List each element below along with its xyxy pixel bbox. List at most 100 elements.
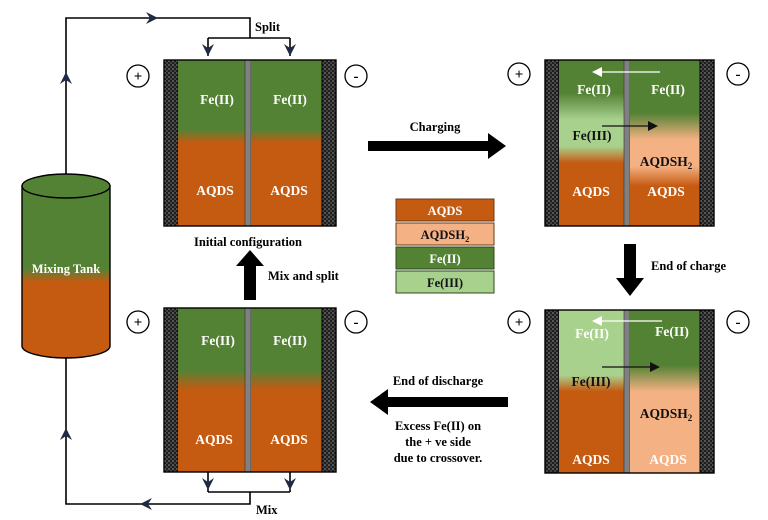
- tank-label: Mixing Tank: [32, 262, 100, 276]
- cell-outline: [544, 59, 715, 227]
- arrow-up-icon: [236, 250, 264, 300]
- end-of-charge-arrow: End of charge: [616, 244, 726, 296]
- plus-terminal: +: [507, 310, 531, 334]
- legend-swatch-aqdsh2: [395, 222, 495, 246]
- fe2-label: Fe(II): [655, 324, 689, 339]
- end-of-discharge-label: End of discharge: [393, 374, 484, 388]
- arrow-left-icon: [370, 389, 508, 415]
- end-of-charge-label: End of charge: [651, 259, 726, 273]
- legend-label-fe3: Fe(III): [427, 276, 463, 290]
- reaction-arrow-right-icon: [650, 362, 660, 372]
- svg-text:+: +: [515, 67, 524, 83]
- electrolyte-positive: [559, 310, 624, 473]
- arrow-down-icon: [616, 244, 644, 296]
- electrode-negative: [321, 307, 337, 473]
- electrode-positive: [163, 307, 179, 473]
- legend-swatch-fe3: [395, 270, 495, 294]
- flow-arrow-down-icon: [284, 478, 296, 490]
- charging-arrow: Charging: [368, 120, 506, 159]
- tank-body: [21, 185, 111, 359]
- legend-label-fe2: Fe(II): [429, 252, 460, 266]
- plus-terminal: +: [126, 64, 150, 88]
- fe3-label: Fe(III): [572, 374, 611, 389]
- initial-configuration-label: Initial configuration: [194, 235, 302, 249]
- electrolyte-positive: [178, 60, 245, 226]
- tank-top: [21, 173, 111, 199]
- aqds-label: AQDS: [572, 184, 610, 199]
- fe2-label: Fe(II): [273, 333, 307, 348]
- svg-text:+: +: [515, 315, 524, 331]
- fe2-label: Fe(II): [200, 92, 234, 107]
- membrane: [623, 59, 631, 227]
- aqds-label: AQDS: [270, 432, 308, 447]
- legend-label-aqds: AQDS: [428, 204, 463, 218]
- flow-arrow-down-icon: [202, 478, 214, 490]
- legend-swatch-aqds: [395, 198, 495, 222]
- electrolyte-negative: [251, 60, 322, 226]
- cell-charging: Fe(II) Fe(II) Fe(III) AQDSH2 AQDS AQDS: [544, 59, 715, 227]
- mixing-tank: Mixing Tank: [21, 173, 111, 359]
- aqds-label: AQDS: [649, 452, 687, 467]
- flow-arrow-left-icon: [140, 498, 152, 510]
- minus-terminal: -: [726, 62, 750, 86]
- aqdsh2-label: AQDSH2: [640, 406, 693, 423]
- cell-initial: Fe(II) Fe(II) AQDS AQDS: [163, 59, 337, 227]
- membrane: [623, 309, 631, 474]
- crossover-note-line: the + ve side: [405, 435, 471, 449]
- electrode-negative: [699, 309, 715, 474]
- flow-arrow-right-icon: [146, 12, 158, 24]
- arrow-right-icon: [368, 133, 506, 159]
- flow-arrow-up-icon: [60, 72, 72, 84]
- plus-terminal: +: [507, 62, 531, 86]
- fe2-label: Fe(II): [273, 92, 307, 107]
- aqds-label: AQDS: [195, 432, 233, 447]
- crossover-note-line: Excess Fe(II) on: [395, 419, 481, 433]
- aqds-label: AQDS: [196, 183, 234, 198]
- electron-arrow-left-icon: [592, 316, 602, 326]
- cell-end-of-charge: Fe(II) Fe(II) Fe(III) AQDSH2 AQDS AQDS: [544, 309, 715, 474]
- minus-terminal: -: [344, 310, 368, 334]
- legend: AQDS AQDSH2 Fe(II) Fe(III): [395, 198, 495, 294]
- aqdsh2-label: AQDSH2: [640, 154, 693, 171]
- fe3-label: Fe(III): [573, 128, 612, 143]
- svg-text:+: +: [134, 315, 143, 331]
- svg-text:-: -: [736, 315, 741, 331]
- fe2-label: Fe(II): [651, 82, 685, 97]
- svg-text:-: -: [354, 315, 359, 331]
- minus-terminal: -: [344, 64, 368, 88]
- electrode-negative: [321, 59, 337, 227]
- electrolyte-negative: [630, 60, 700, 226]
- electrode-positive: [163, 59, 179, 227]
- membrane: [244, 307, 252, 473]
- fe2-label: Fe(II): [201, 333, 235, 348]
- svg-text:-: -: [736, 67, 741, 83]
- flow-arrow-up-icon: [60, 428, 72, 440]
- electrolyte-positive: [559, 60, 624, 226]
- aqds-label: AQDS: [647, 184, 685, 199]
- flow-arrow-down-icon: [202, 44, 214, 56]
- plus-terminal: +: [126, 310, 150, 334]
- minus-terminal: -: [726, 310, 750, 334]
- fe2-label: Fe(II): [575, 326, 609, 341]
- mix-and-split-label: Mix and split: [268, 269, 340, 283]
- membrane: [244, 59, 252, 227]
- cell-outline: [163, 307, 337, 473]
- electrolyte-positive: [178, 308, 245, 472]
- cell-end-of-discharge: Fe(II) Fe(II) AQDS AQDS: [163, 307, 337, 473]
- reaction-arrow-right-icon: [648, 121, 658, 131]
- end-of-discharge-arrow: End of discharge Excess Fe(II) on the + …: [370, 374, 508, 465]
- electron-arrow-left-icon: [592, 67, 602, 77]
- svg-text:-: -: [354, 69, 359, 85]
- legend-label-aqdsh2: AQDSH2: [421, 228, 470, 244]
- cell-outline: [163, 59, 337, 227]
- split-label: Split: [255, 20, 281, 34]
- mix-label: Mix: [256, 503, 278, 517]
- flow-arrowheads: [60, 12, 296, 510]
- aqds-label: AQDS: [572, 452, 610, 467]
- cell-outline: [544, 309, 715, 474]
- electrolyte-negative: [251, 308, 322, 472]
- legend-swatch-fe2: [395, 246, 495, 270]
- charging-label: Charging: [410, 120, 461, 134]
- electrode-negative: [699, 59, 715, 227]
